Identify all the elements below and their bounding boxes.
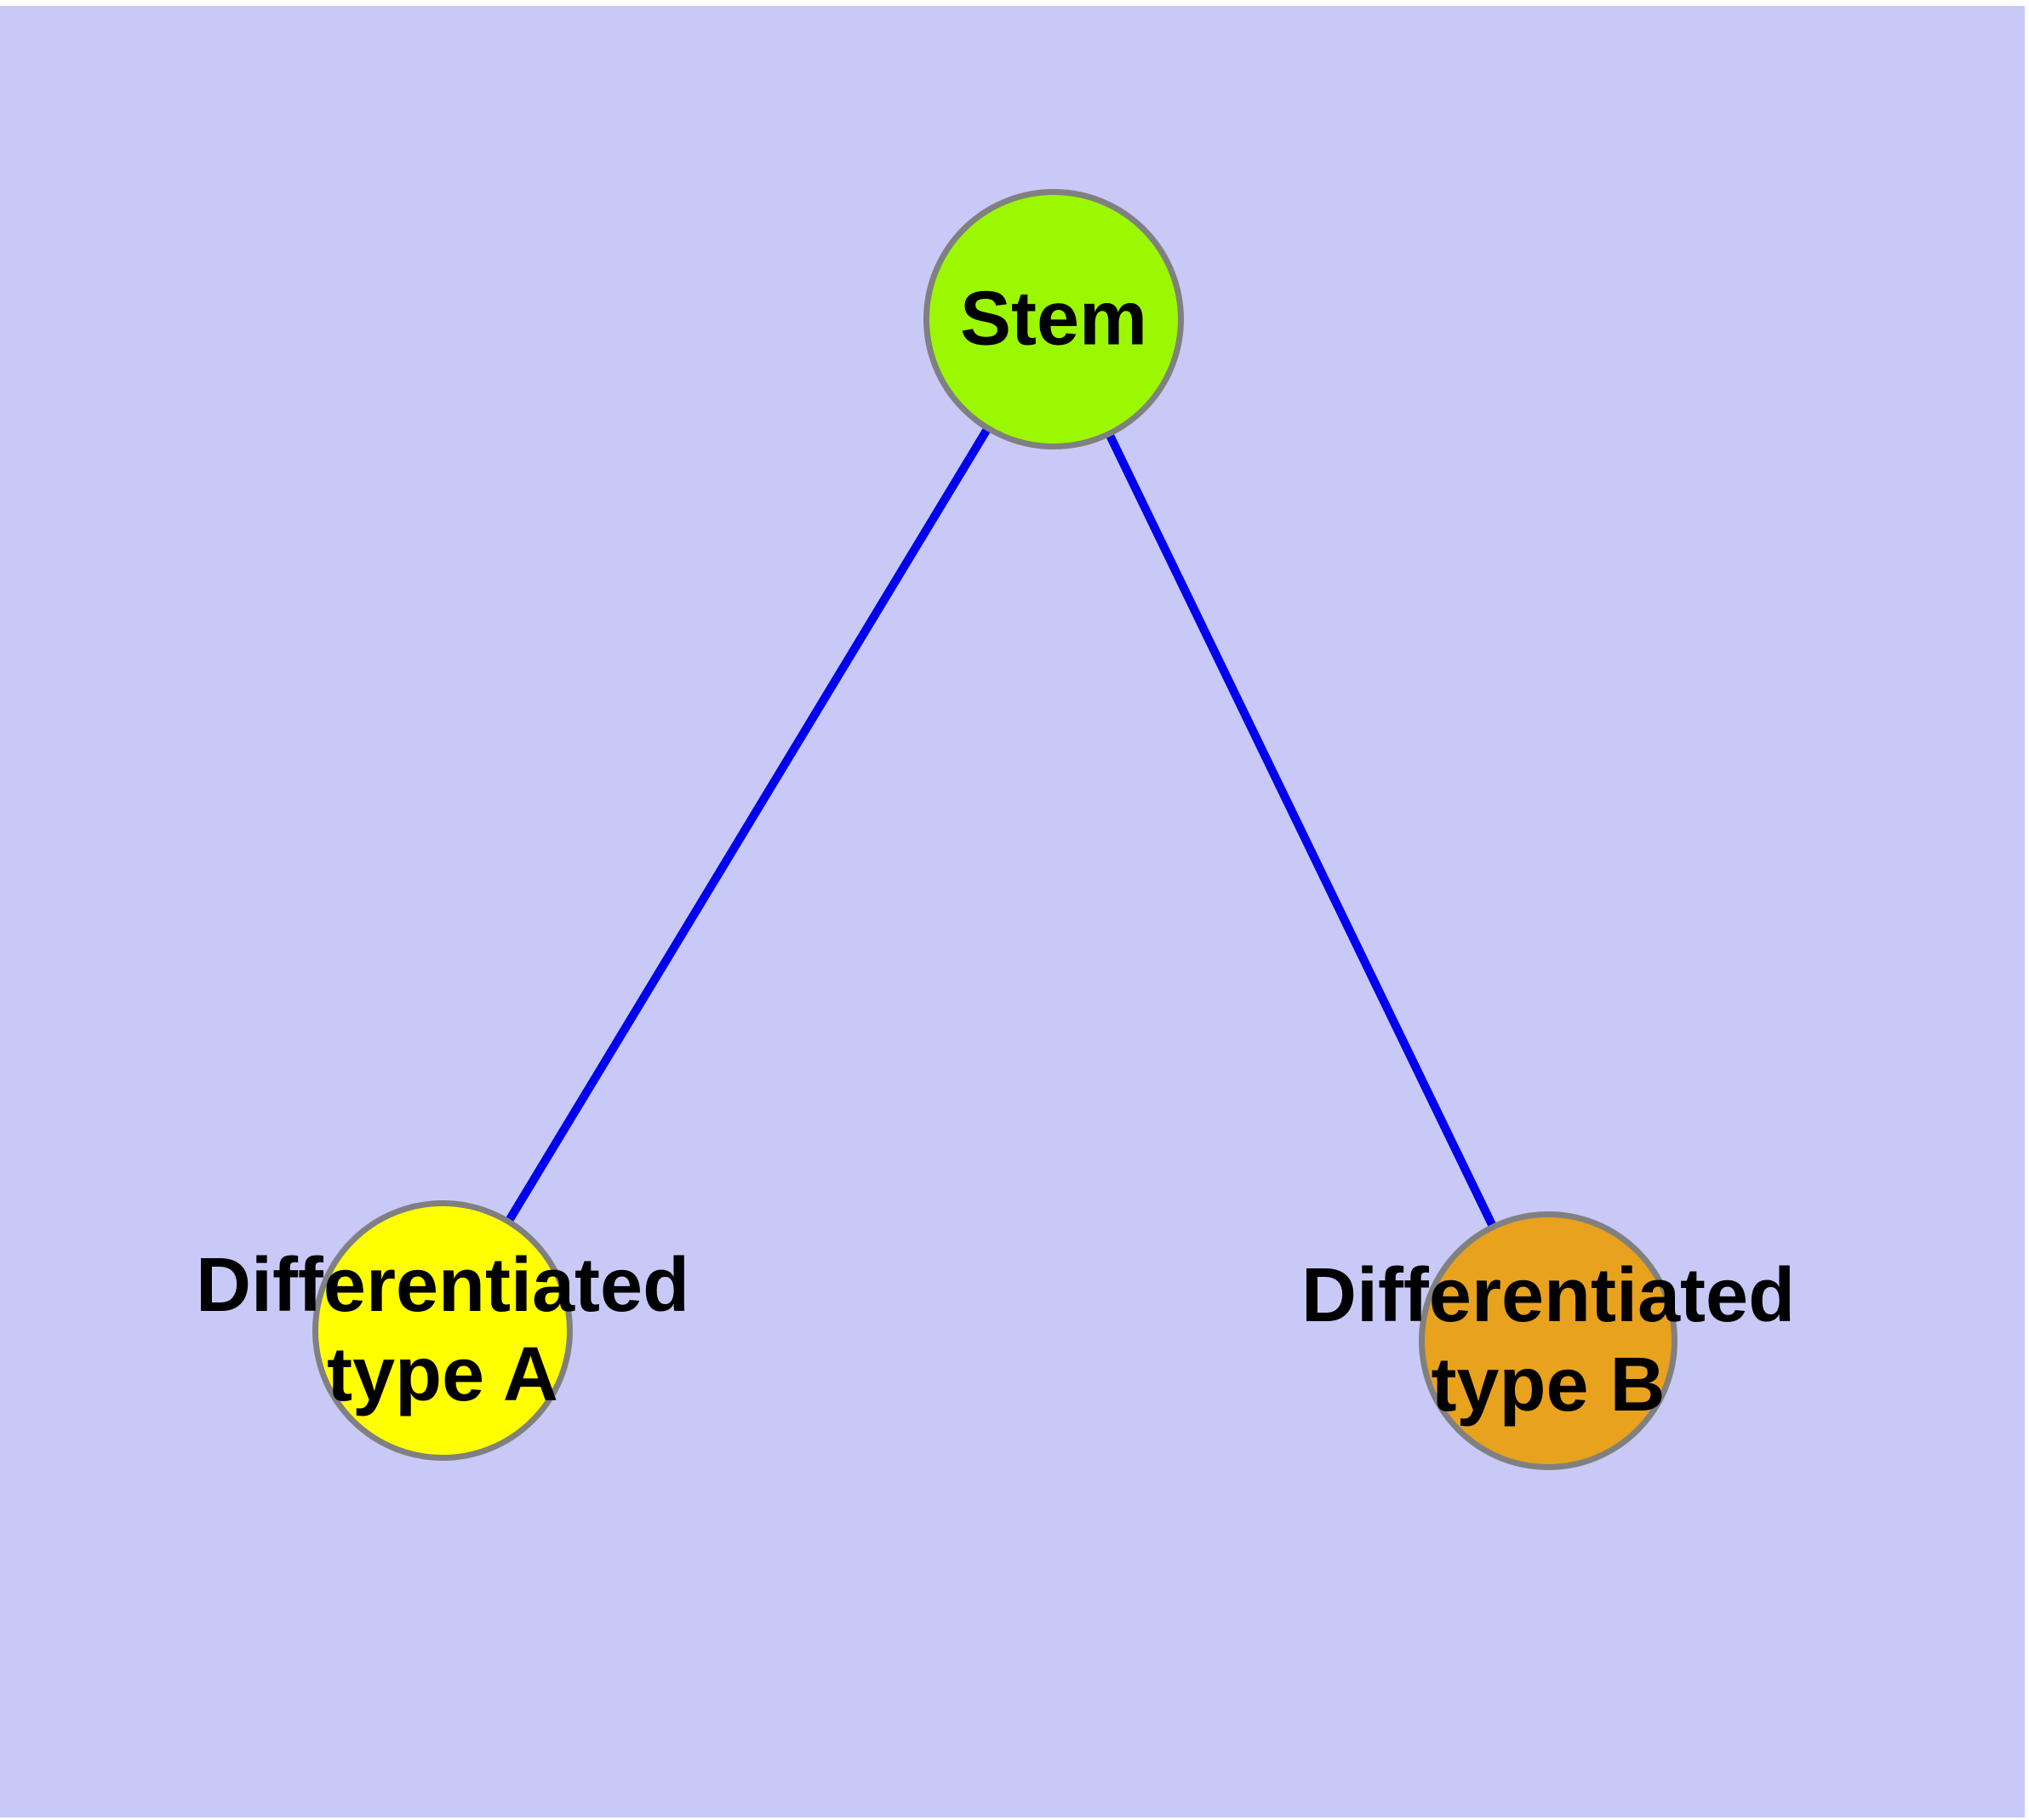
edge-stem-to-type-a bbox=[438, 317, 1058, 1333]
node-differentiated-type-b bbox=[1419, 1211, 1677, 1470]
edge-stem-to-type-b bbox=[1049, 317, 1552, 1343]
node-differentiated-type-b-label: Differentiated type B bbox=[1300, 1253, 1796, 1428]
node-differentiated-type-a-label: Differentiated type A bbox=[195, 1243, 690, 1417]
node-differentiated-type-a bbox=[312, 1200, 573, 1461]
node-stem bbox=[923, 189, 1184, 449]
node-stem-label: Stem bbox=[959, 276, 1148, 362]
